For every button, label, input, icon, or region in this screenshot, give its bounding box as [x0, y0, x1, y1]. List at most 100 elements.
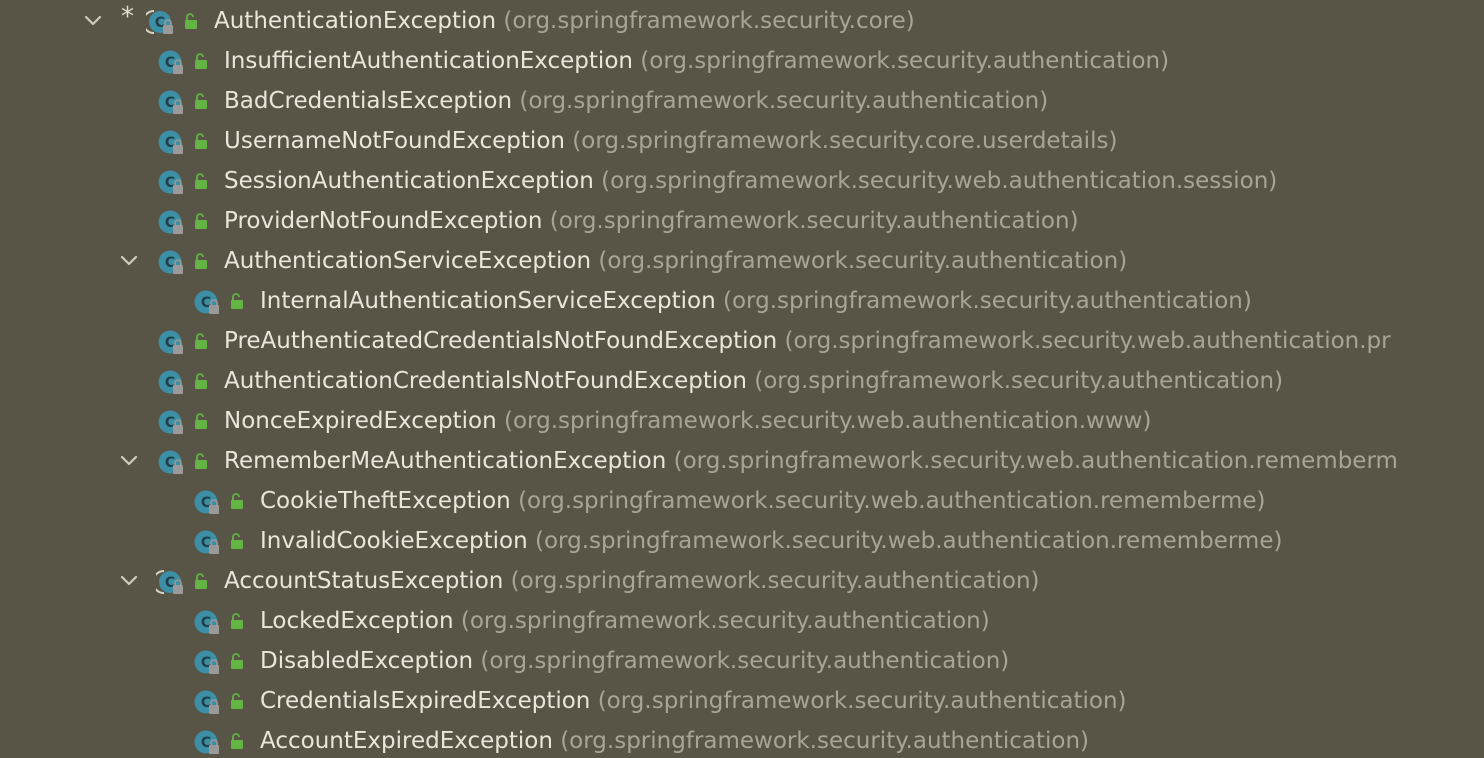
public-access-icon — [231, 653, 243, 669]
class-label: AuthenticationCredentialsNotFoundExcepti… — [224, 367, 1283, 395]
chevron-down-icon[interactable] — [82, 11, 104, 31]
class-label: DisabledException (org.springframework.s… — [260, 647, 1009, 675]
class-label: InsufficientAuthenticationException (org… — [224, 47, 1169, 75]
public-access-icon — [185, 13, 197, 29]
package-name: (org.springframework.security.web.authen… — [535, 528, 1283, 554]
public-access-icon — [231, 733, 243, 749]
package-name: (org.springframework.security.authentica… — [460, 608, 990, 634]
package-name: (org.springframework.security.authentica… — [640, 48, 1170, 74]
class-icon: C — [158, 90, 183, 114]
public-access-icon — [231, 693, 243, 709]
tree-row[interactable]: C LockedException (org.springframework.se… — [0, 601, 1484, 641]
public-access-icon — [195, 413, 207, 429]
public-access-icon — [231, 293, 243, 309]
class-label: AuthenticationException (org.springframe… — [214, 7, 915, 35]
public-access-icon — [195, 253, 207, 269]
package-name: (org.springframework.security.authentica… — [510, 568, 1040, 594]
public-access-icon — [231, 533, 243, 549]
tree-row[interactable]: C DisabledException (org.springframework.… — [0, 641, 1484, 681]
class-name: UsernameNotFoundException — [224, 128, 565, 154]
class-label: PreAuthenticatedCredentialsNotFoundExcep… — [224, 327, 1391, 355]
package-name: (org.springframework.security.authentica… — [480, 648, 1010, 674]
class-icon: C — [194, 530, 219, 554]
class-name: AuthenticationServiceException — [224, 248, 592, 274]
package-name: (org.springframework.security.authentica… — [754, 368, 1284, 394]
public-access-icon — [195, 93, 207, 109]
package-name: (org.springframework.security.web.authen… — [601, 168, 1278, 194]
package-name: (org.springframework.security.web.authen… — [518, 488, 1266, 514]
tree-row[interactable]: C AccountStatusException (org.springframe… — [0, 561, 1484, 601]
class-icon: C — [158, 450, 183, 474]
class-icon: C — [194, 290, 219, 314]
chevron-down-icon[interactable] — [118, 571, 140, 591]
svg-text:C: C — [165, 415, 175, 431]
class-label: BadCredentialsException (org.springframe… — [224, 87, 1048, 115]
tree-row[interactable]: C InternalAuthenticationServiceException … — [0, 281, 1484, 321]
class-icon: C — [158, 130, 183, 154]
class-icon: C — [194, 730, 219, 754]
class-name: BadCredentialsException — [224, 88, 513, 114]
class-label: CookieTheftException (org.springframewor… — [260, 487, 1265, 515]
class-label: UsernameNotFoundException (org.springfra… — [224, 127, 1117, 155]
package-name: (org.springframework.security.web.authen… — [673, 448, 1398, 474]
class-label: InternalAuthenticationServiceException (… — [260, 287, 1252, 315]
class-label: ProviderNotFoundException (org.springfra… — [224, 207, 1079, 235]
public-access-icon — [195, 333, 207, 349]
tree-row[interactable]: C BadCredentialsException (org.springfram… — [0, 81, 1484, 121]
class-name: NonceExpiredException — [224, 408, 497, 434]
class-name: AuthenticationCredentialsNotFoundExcepti… — [224, 368, 747, 394]
chevron-down-icon[interactable] — [118, 251, 140, 271]
tree-row[interactable]: C RememberMeAuthenticationException (org.… — [0, 441, 1484, 481]
class-name: InsufficientAuthenticationException — [224, 48, 633, 74]
svg-text:C: C — [165, 55, 175, 71]
svg-text:C: C — [165, 455, 175, 471]
svg-text:C: C — [165, 175, 175, 191]
svg-text:C: C — [201, 695, 211, 711]
abstract-class-icon: C — [156, 570, 183, 594]
class-icon: C — [194, 490, 219, 514]
class-icon: C — [158, 330, 183, 354]
package-name: (org.springframework.security.authentica… — [597, 688, 1127, 714]
package-name: (org.springframework.security.authentica… — [560, 728, 1090, 754]
class-icon: C — [194, 610, 219, 634]
package-name: (org.springframework.security.authentica… — [519, 88, 1049, 114]
public-access-icon — [195, 173, 207, 189]
package-name: (org.springframework.security.core.userd… — [572, 128, 1118, 154]
public-access-icon — [195, 53, 207, 69]
svg-text:C: C — [155, 15, 165, 31]
chevron-down-icon[interactable] — [118, 451, 140, 471]
tree-row[interactable]: C InsufficientAuthenticationException (or… — [0, 41, 1484, 81]
package-name: (org.springframework.security.authentica… — [598, 248, 1128, 274]
abstract-class-icon: C — [146, 10, 173, 34]
tree-row[interactable]: C CookieTheftException (org.springframewo… — [0, 481, 1484, 521]
class-label: RememberMeAuthenticationException (org.s… — [224, 447, 1398, 475]
class-label: LockedException (org.springframework.sec… — [260, 607, 990, 635]
svg-text:C: C — [201, 655, 211, 671]
class-icon: C — [194, 650, 219, 674]
public-access-icon — [195, 453, 207, 469]
svg-text:C: C — [165, 575, 175, 591]
class-name: AccountStatusException — [224, 568, 504, 594]
public-access-icon — [231, 613, 243, 629]
svg-text:C: C — [201, 535, 211, 551]
public-access-icon — [195, 133, 207, 149]
class-icon: C — [158, 410, 183, 434]
tree-row[interactable]: C UsernameNotFoundException (org.springfr… — [0, 121, 1484, 161]
tree-row[interactable]: C PreAuthenticatedCredentialsNotFoundExce… — [0, 321, 1484, 361]
class-label: AuthenticationServiceException (org.spri… — [224, 247, 1127, 275]
svg-text:C: C — [201, 735, 211, 751]
package-name: (org.springframework.security.core) — [503, 8, 915, 34]
public-access-icon — [195, 213, 207, 229]
class-icon: C — [158, 50, 183, 74]
class-name: DisabledException — [260, 648, 474, 674]
